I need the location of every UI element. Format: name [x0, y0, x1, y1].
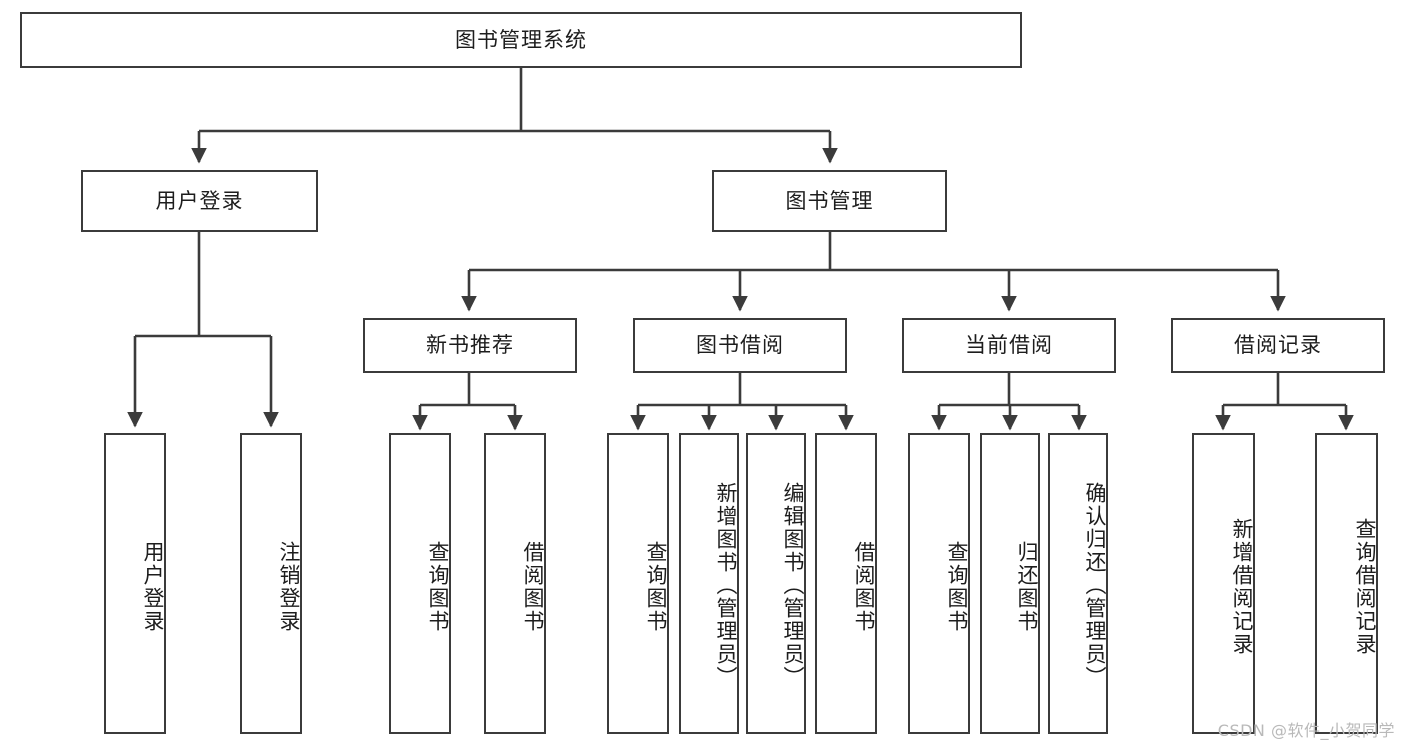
node-current-borrow[interactable]: 当前借阅	[902, 318, 1116, 373]
leaf-recommend-borrow-book[interactable]: 借阅图书	[484, 433, 546, 734]
leaf-current-query-book[interactable]: 查询图书	[908, 433, 970, 734]
leaf-borrow-edit-book-admin[interactable]: 编辑图书（管理员）	[746, 433, 806, 734]
leaf-record-query-borrow-record[interactable]: 查询借阅记录	[1315, 433, 1378, 734]
leaf-borrow-query-book[interactable]: 查询图书	[607, 433, 669, 734]
node-book-borrow[interactable]: 图书借阅	[633, 318, 847, 373]
node-root-library-system[interactable]: 图书管理系统	[20, 12, 1022, 68]
node-label: 新增借阅记录	[1230, 517, 1254, 656]
leaf-user-logout[interactable]: 注销登录	[240, 433, 302, 734]
node-book-management[interactable]: 图书管理	[712, 170, 947, 232]
node-label: 用户登录	[141, 540, 165, 633]
leaf-borrow-borrow-book[interactable]: 借阅图书	[815, 433, 877, 734]
node-new-book-recommend[interactable]: 新书推荐	[363, 318, 577, 373]
node-label: 编辑图书（管理员）	[781, 482, 805, 689]
node-label: 借阅记录	[1234, 333, 1322, 358]
node-label: 查询图书	[945, 540, 969, 633]
node-label: 查询图书	[426, 540, 450, 633]
node-label: 新书推荐	[426, 333, 514, 358]
node-label: 用户登录	[155, 188, 244, 213]
node-label: 查询借阅记录	[1353, 517, 1377, 656]
node-label: 借阅图书	[521, 540, 545, 633]
node-label: 图书管理系统	[455, 27, 587, 52]
node-label: 借阅图书	[852, 540, 876, 633]
node-user-login[interactable]: 用户登录	[81, 170, 318, 232]
node-label: 确认归还（管理员）	[1083, 482, 1107, 689]
node-label: 注销登录	[277, 540, 301, 633]
leaf-user-login[interactable]: 用户登录	[104, 433, 166, 734]
node-label: 新增图书（管理员）	[714, 482, 738, 689]
node-borrow-record[interactable]: 借阅记录	[1171, 318, 1385, 373]
node-label: 图书借阅	[696, 333, 784, 358]
node-label: 当前借阅	[965, 333, 1053, 358]
csdn-watermark: CSDN @软件_小贺同学	[1217, 721, 1395, 740]
node-label: 图书管理	[785, 188, 874, 213]
leaf-current-return-book[interactable]: 归还图书	[980, 433, 1040, 734]
node-label: 查询图书	[644, 540, 668, 633]
leaf-recommend-query-book[interactable]: 查询图书	[389, 433, 451, 734]
leaf-current-confirm-return-admin[interactable]: 确认归还（管理员）	[1048, 433, 1108, 734]
leaf-record-add-borrow-record[interactable]: 新增借阅记录	[1192, 433, 1255, 734]
node-label: 归还图书	[1015, 540, 1039, 633]
leaf-borrow-add-book-admin[interactable]: 新增图书（管理员）	[679, 433, 739, 734]
